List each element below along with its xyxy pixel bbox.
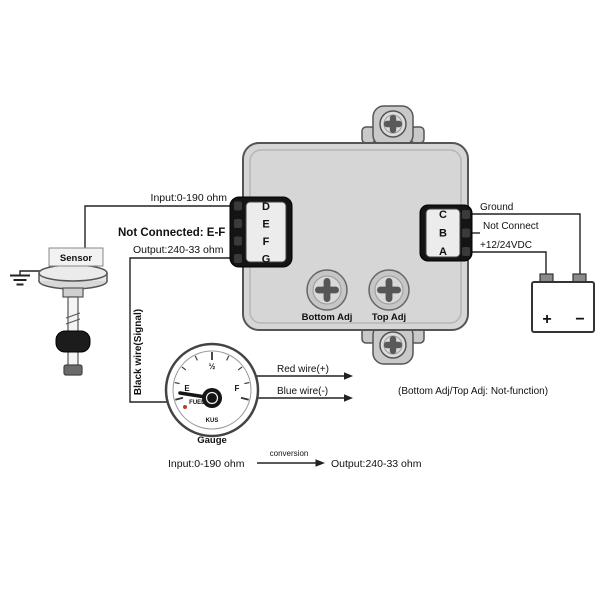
not-connect-label: Not Connect <box>483 221 539 232</box>
output-label: Output:240-33 ohm <box>133 244 224 256</box>
fuel-gauge: E F ½ FUEL KUS <box>164 342 260 438</box>
screw-cross-v <box>389 336 397 354</box>
shaft-break-mark <box>65 318 81 325</box>
wire-sensor-ground <box>19 270 40 275</box>
converter: D E F G C B A Bottom A <box>229 105 473 365</box>
gauge-empty-label: E <box>184 384 190 393</box>
input-top-label: Input:0-190 ohm <box>151 192 228 204</box>
terminal-nub <box>234 219 242 228</box>
terminal-a-label: A <box>439 246 447 258</box>
adj-cross-v <box>323 278 331 302</box>
gauge-full-label: F <box>235 384 240 393</box>
battery-terminal-negative <box>572 273 587 283</box>
sensor-float <box>55 330 91 353</box>
tick <box>194 355 198 361</box>
terminal-c-label: C <box>439 209 447 221</box>
wire-power <box>472 251 547 274</box>
terminal-nub <box>462 210 470 219</box>
gauge-brand: KUS <box>206 418 219 424</box>
ground-label: Ground <box>480 202 513 213</box>
conversion-arrow-label: conversion <box>270 449 309 458</box>
terminal-nub <box>462 228 470 238</box>
wiring <box>19 205 581 464</box>
battery: + − <box>531 273 595 333</box>
conversion-output-label: Output:240-33 ohm <box>331 458 422 470</box>
terminal-nub <box>234 254 242 263</box>
bottom-tab-screw <box>379 331 407 359</box>
fuel-sensor: Sensor <box>38 247 108 376</box>
top-tab-screw <box>379 110 407 138</box>
battery-terminal-positive <box>539 273 554 283</box>
gauge-half-label: ½ <box>209 362 216 371</box>
terminal-e-label: E <box>262 219 269 231</box>
blue-wire-label: Blue wire(-) <box>277 386 328 397</box>
gauge-face-ring <box>172 350 252 430</box>
sensor-label: Sensor <box>60 253 93 264</box>
gauge-hub-ring <box>205 391 219 405</box>
gauge-fuel-label: FUEL <box>189 400 205 406</box>
conversion-input-label: Input:0-190 ohm <box>168 458 245 470</box>
gauge-hub <box>202 388 222 408</box>
not-connected-label: Not Connected: E-F <box>118 227 225 239</box>
conversion-arrowhead <box>315 459 325 467</box>
low-fuel-dot <box>183 405 187 409</box>
connector-slot <box>425 208 461 258</box>
sensor-neck <box>62 287 84 298</box>
wire-input <box>84 205 230 248</box>
terminal-nub <box>462 247 470 256</box>
sensor-label-box <box>48 247 104 267</box>
top-adj-label: Top Adj <box>372 312 406 323</box>
terminal-nub <box>234 201 242 211</box>
tick-major <box>240 396 249 401</box>
tick <box>237 366 243 371</box>
terminal-nub <box>234 236 242 246</box>
wire-output-signal <box>129 257 230 403</box>
terminal-g-label: G <box>262 254 271 266</box>
flange-top <box>38 264 108 282</box>
terminal-f-label: F <box>263 236 270 248</box>
wire-ground-battery <box>472 213 581 274</box>
shaft-break-mark <box>65 312 81 319</box>
battery-plus-label: + <box>542 311 551 328</box>
power-label: +12/24VDC <box>480 240 532 251</box>
tick <box>181 366 187 371</box>
connector-slot <box>245 201 287 263</box>
labels: Input:0-190 ohm Not Connected: E-F Outpu… <box>118 192 548 470</box>
red-wire-arrowhead <box>344 372 353 380</box>
ground-symbol <box>10 274 30 286</box>
arrowheads <box>315 372 353 467</box>
gauge-label: Gauge <box>197 435 227 446</box>
battery-body <box>531 281 595 333</box>
right-connector: C B A <box>419 204 473 262</box>
tick <box>174 382 180 385</box>
terminal-b-label: B <box>439 228 447 240</box>
gauge-ticks <box>174 352 250 401</box>
left-connector: D E F G <box>229 196 293 268</box>
tick <box>226 355 230 361</box>
tick <box>244 382 250 385</box>
bottom-adj-screw <box>306 269 348 311</box>
tick-major <box>175 396 184 401</box>
terminal-d-label: D <box>262 201 270 213</box>
blue-wire-arrowhead <box>344 394 353 402</box>
adj-cross-v <box>385 278 393 302</box>
top-adj-screw <box>368 269 410 311</box>
bottom-adj-label: Bottom Adj <box>302 312 353 323</box>
adj-note-label: (Bottom Adj/Top Adj: Not-function) <box>398 386 548 397</box>
battery-minus-label: − <box>575 311 584 328</box>
red-wire-label: Red wire(+) <box>277 364 329 375</box>
black-signal-label: Black wire(Signal) <box>133 309 144 395</box>
sensor-tip <box>63 364 83 376</box>
screw-cross-v <box>389 115 397 133</box>
